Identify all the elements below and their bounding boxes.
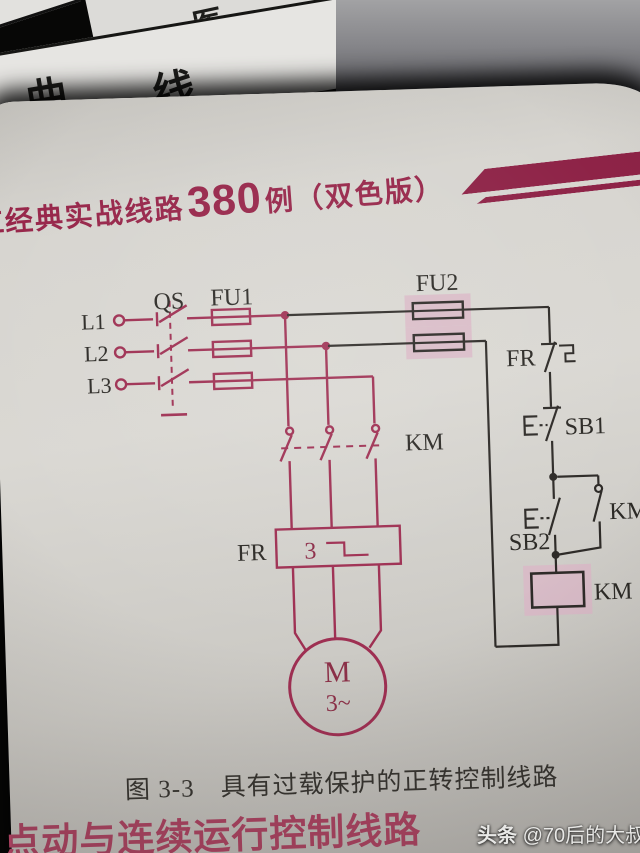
fu1-fuses — [187, 307, 373, 391]
sb1-button — [523, 405, 562, 475]
label-fu1: FU1 — [210, 284, 253, 311]
circuit-diagram: L1 L2 L3 QS FU1 FU2 FR SB1 SB2 KM KM KM … — [81, 270, 640, 737]
label-qs: QS — [153, 288, 184, 315]
label-heater-count: 3 — [304, 538, 317, 564]
motor — [288, 564, 388, 737]
label-motor-m: M — [323, 655, 351, 689]
watermark-brand: 头条 — [477, 825, 517, 847]
fu2-fuses — [286, 300, 552, 647]
label-motor-phase: 3~ — [325, 690, 351, 717]
phase-drop-wires — [283, 315, 376, 427]
watermark: 头条 @70后的大叔 — [477, 819, 640, 848]
km-coil — [495, 554, 586, 648]
label-km-coil: KM — [593, 578, 632, 605]
circuit-labels: L1 L2 L3 QS FU1 FU2 FR SB1 SB2 KM KM KM … — [81, 270, 640, 717]
label-l1: L1 — [81, 309, 106, 335]
label-fr-contact: FR — [506, 345, 536, 372]
sb2-button — [524, 476, 561, 553]
background-page-corner — [0, 0, 81, 31]
qs-switch — [155, 300, 190, 417]
label-km-main: KM — [405, 429, 444, 456]
label-fr-heater: FR — [237, 540, 267, 567]
supply-terminals — [112, 314, 156, 391]
power-circuit — [112, 300, 403, 737]
label-km-aux: KM — [609, 498, 640, 525]
control-circuit — [286, 300, 604, 648]
watermark-handle: @70后的大叔 — [522, 825, 640, 847]
km-main-contacts — [279, 423, 384, 530]
label-l3: L3 — [87, 373, 112, 399]
fr-contact — [540, 341, 576, 407]
label-l2: L2 — [84, 341, 109, 367]
km-aux-contact — [557, 474, 604, 556]
label-sb2: SB2 — [509, 529, 551, 556]
fr-heater — [274, 524, 403, 569]
label-sb1: SB1 — [564, 413, 606, 440]
label-fu2: FU2 — [415, 270, 458, 297]
book-page: 工 经典实战线路 380 例（双色版） — [0, 81, 640, 853]
